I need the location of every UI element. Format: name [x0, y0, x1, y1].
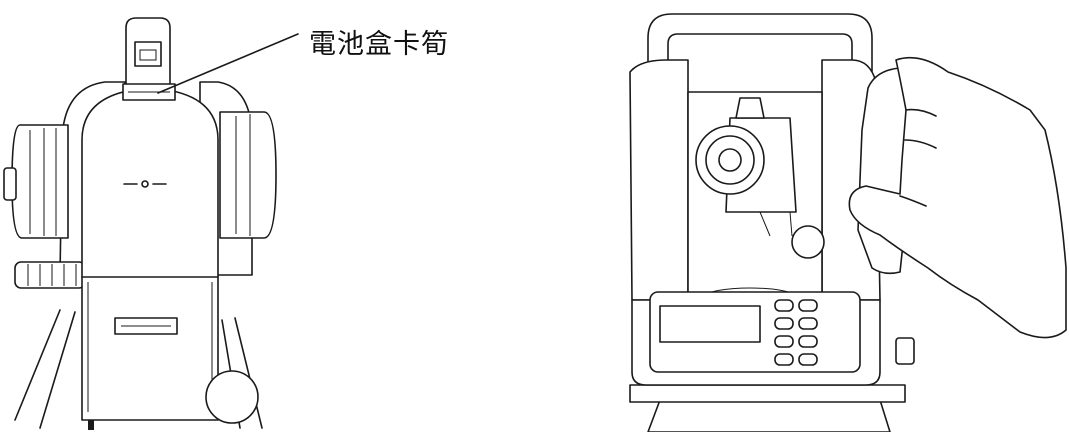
hand: [848, 56, 1067, 339]
key-3[interactable]: [774, 317, 794, 330]
key-2[interactable]: [798, 299, 818, 312]
side-knob: [895, 337, 915, 365]
battery-latch-label: 電池盒卡筍: [309, 29, 449, 60]
tripod-base: [647, 399, 891, 433]
left-knob-ribs: [29, 128, 57, 236]
telescope-support: [759, 211, 793, 237]
right-knob-ribs: [235, 114, 251, 236]
left-knob: [11, 124, 69, 239]
left-knob-cap: [3, 167, 17, 201]
instrument-rear-view: [3, 17, 299, 430]
right-knob: [219, 111, 277, 239]
sight-window: [134, 41, 162, 67]
key-1[interactable]: [774, 299, 794, 312]
sight-mount: [735, 97, 765, 119]
key-6[interactable]: [798, 335, 818, 348]
fine-knob: [14, 261, 86, 289]
finger-lines: [899, 108, 937, 207]
fine-knob-ribs: [27, 264, 77, 286]
main-body: [81, 87, 219, 421]
tribrach: [629, 384, 906, 403]
tangent-knob: [791, 225, 825, 259]
left-standard: [629, 59, 689, 301]
tripod-leg-left: [14, 309, 76, 429]
sight-window-inner: [139, 49, 157, 61]
instrument-front-view: [629, 13, 1067, 433]
lcd-screen: [659, 305, 761, 343]
callout-leader-line: [157, 33, 299, 94]
telescope-eyepiece-lens: [718, 148, 742, 172]
key-4[interactable]: [798, 317, 818, 330]
center-mark: [141, 180, 149, 188]
key-8[interactable]: [798, 353, 818, 366]
base-foot: [88, 420, 94, 430]
key-7[interactable]: [774, 353, 794, 366]
base-knob: [205, 370, 259, 424]
key-5[interactable]: [774, 335, 794, 348]
